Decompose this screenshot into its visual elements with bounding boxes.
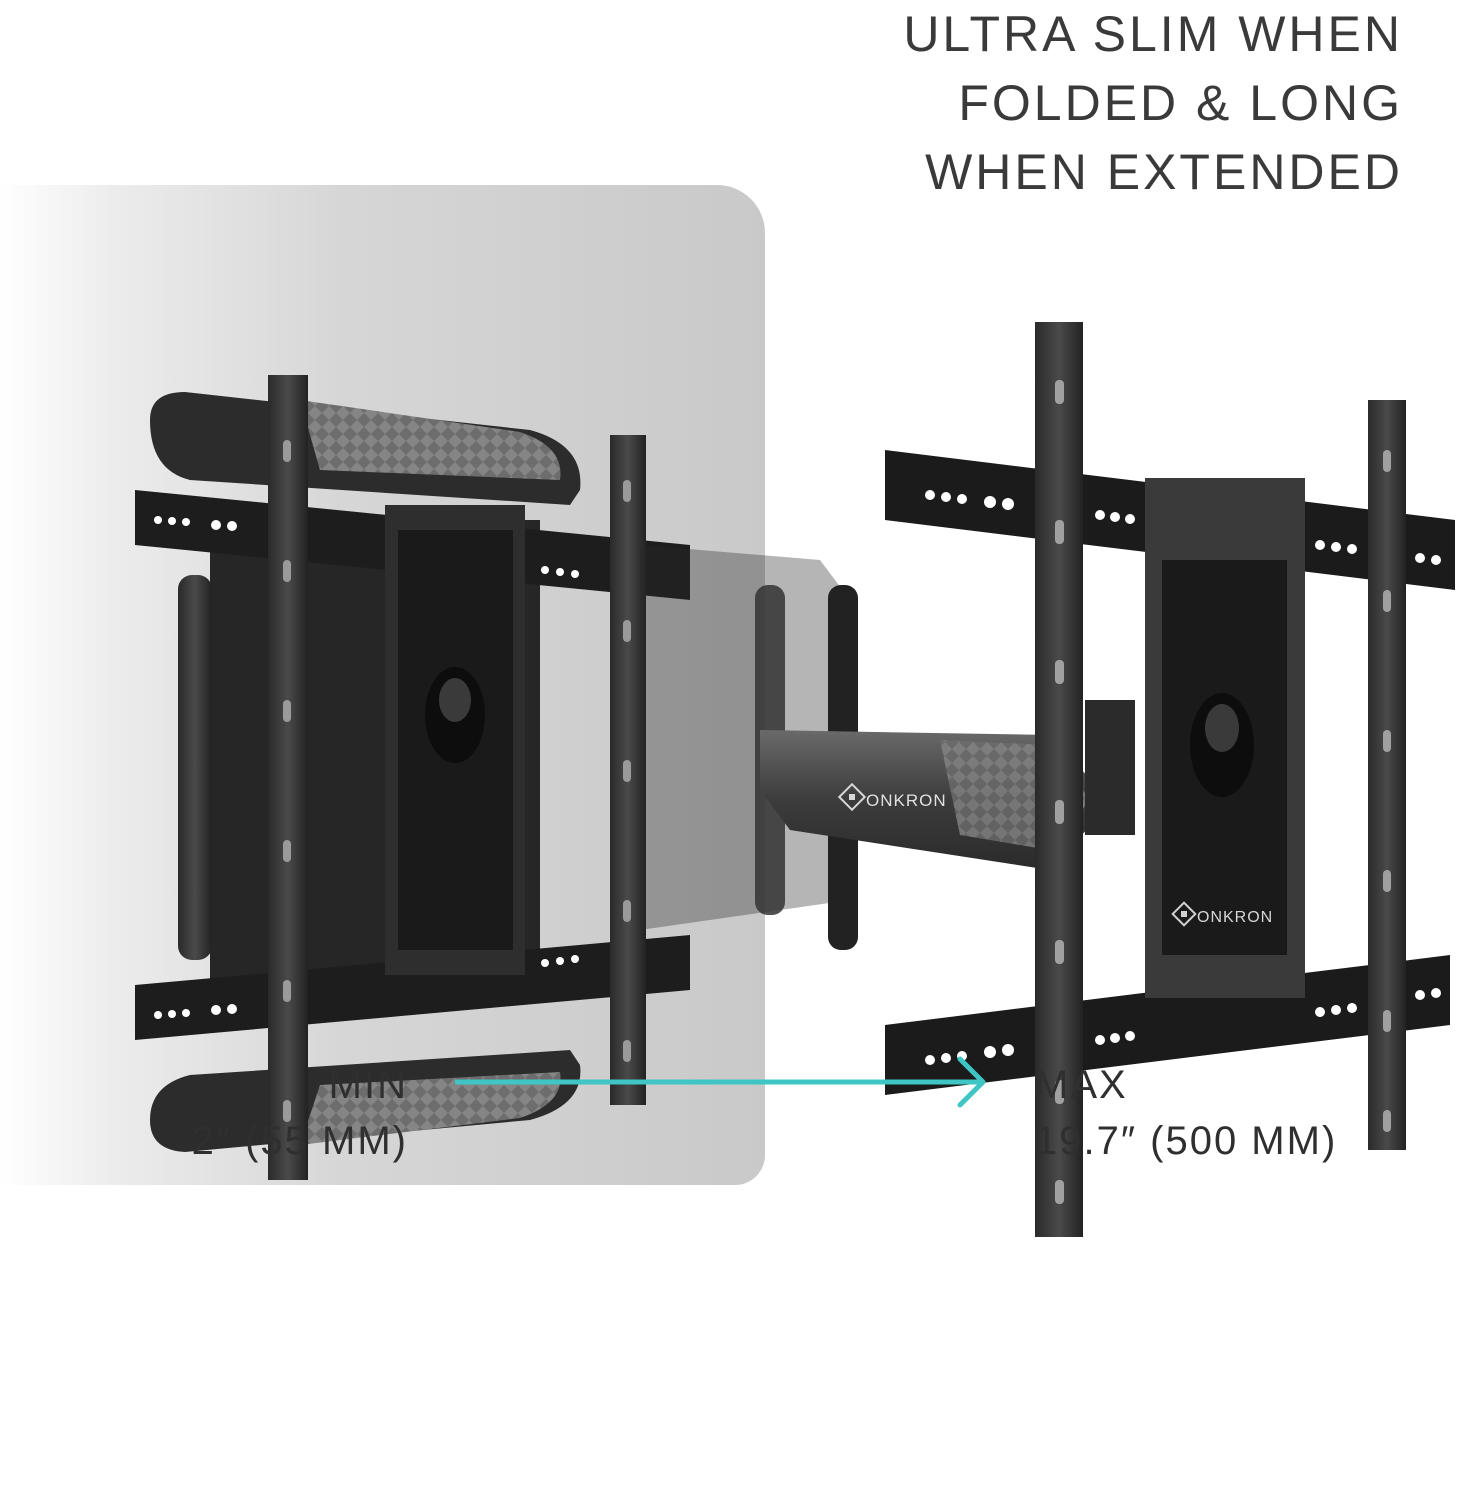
extended-mount bbox=[885, 322, 1455, 1237]
max-label: MAX bbox=[1035, 1063, 1128, 1107]
arrow-right-icon bbox=[455, 1056, 986, 1108]
folded-mount bbox=[135, 375, 858, 1180]
min-label: MIN bbox=[328, 1063, 408, 1107]
headline-line-1: ULTRA SLIM WHEN bbox=[903, 6, 1403, 62]
onkron-logo-icon-bracket bbox=[1171, 901, 1197, 927]
brand-logo-text-arm: ONKRON bbox=[866, 791, 947, 810]
max-value: 19.7″ (500 MM) bbox=[1035, 1119, 1338, 1163]
headline: ULTRA SLIM WHEN FOLDED & LONG WHEN EXTEN… bbox=[903, 0, 1403, 207]
headline-line-2: FOLDED & LONG bbox=[958, 75, 1403, 131]
min-value: 2″ (55 MM) bbox=[191, 1119, 408, 1163]
brand-logo-text-bracket: ONKRON bbox=[1197, 909, 1273, 926]
headline-line-3: WHEN EXTENDED bbox=[925, 144, 1403, 200]
onkron-logo-icon bbox=[837, 782, 867, 812]
